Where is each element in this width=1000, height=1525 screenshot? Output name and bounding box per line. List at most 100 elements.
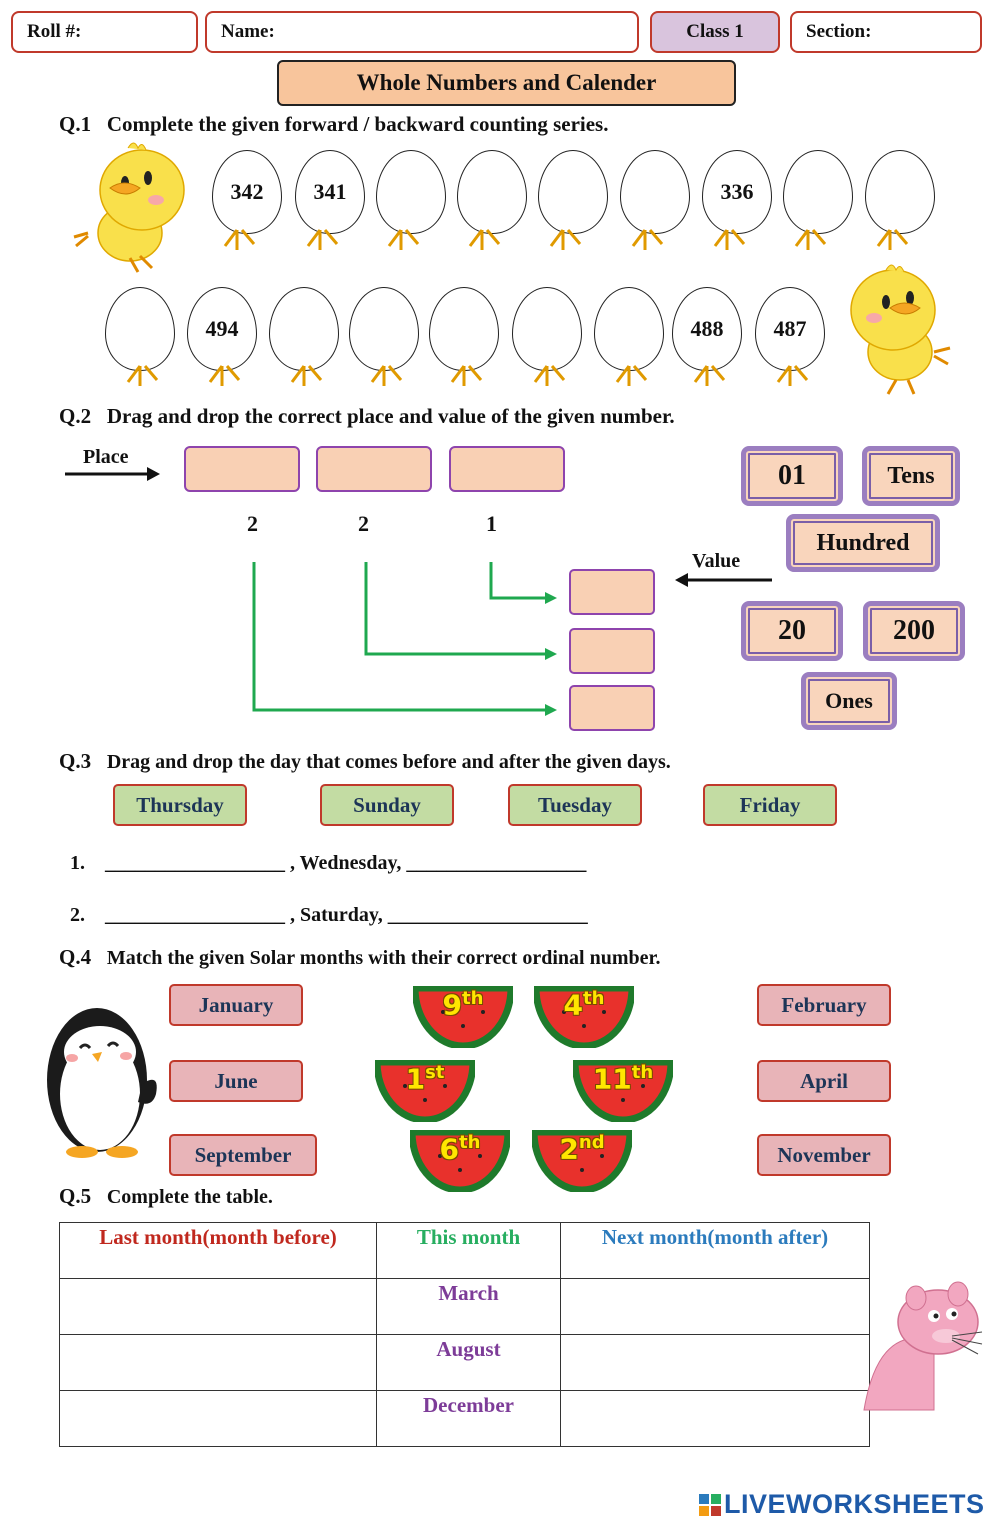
watermelon-ordinal-11th[interactable]: 11th	[571, 1058, 675, 1124]
day-tile-tuesday[interactable]: Tuesday	[508, 784, 642, 826]
watermelon-ordinal-2nd[interactable]: 2nd	[530, 1128, 634, 1194]
q4-heading: Q.4 Match the given Solar months with th…	[59, 945, 661, 970]
egg-slot[interactable]: 342	[212, 150, 282, 234]
value-drop-box[interactable]	[569, 685, 655, 731]
egg-slot[interactable]: 336	[702, 150, 772, 234]
watermelon-ordinal-9th[interactable]: 9th	[411, 984, 515, 1050]
given-month-cell: August	[376, 1334, 561, 1391]
q3-line-1[interactable]: 1. __________________ , Wednesday, _____…	[70, 852, 586, 875]
egg-slot[interactable]: 341	[295, 150, 365, 234]
watermelon-ordinal-1st[interactable]: 1st	[373, 1058, 477, 1124]
egg-slot[interactable]	[349, 287, 419, 371]
section-field[interactable]: Section:	[790, 11, 982, 53]
table-row: March	[59, 1278, 870, 1335]
liveworksheets-logo-icon	[699, 1494, 721, 1516]
q4-number: Q.4	[59, 945, 92, 969]
place-drop-box[interactable]	[184, 446, 300, 492]
egg-slot[interactable]	[783, 150, 853, 234]
footer-brand: LIVEWORKSHEETS	[724, 1489, 985, 1519]
header-next-month: Next month(month after)	[560, 1222, 870, 1279]
q5-text: Complete the table.	[106, 1186, 273, 1208]
ordinal-label: 9th	[442, 988, 484, 1022]
egg-slot[interactable]: 488	[672, 287, 742, 371]
ordinal-label: 11th	[592, 1062, 654, 1096]
egg-slot[interactable]	[594, 287, 664, 371]
place-drop-box[interactable]	[449, 446, 565, 492]
month-tile-september[interactable]: September	[169, 1134, 317, 1176]
q3-line-number: 1.	[70, 852, 85, 874]
answer-cell[interactable]	[560, 1334, 870, 1391]
egg-slot[interactable]	[865, 150, 935, 234]
watermelon-slice-icon	[408, 1128, 512, 1194]
months-table: Last month(month before) This month Next…	[59, 1222, 870, 1447]
header-this-month: This month	[376, 1222, 561, 1279]
day-tile-thursday[interactable]: Thursday	[113, 784, 247, 826]
month-tile-february[interactable]: February	[757, 984, 891, 1026]
chick-feet-row-icon	[126, 365, 809, 386]
month-tile-april[interactable]: April	[757, 1060, 891, 1102]
q3-line-number: 2.	[70, 904, 85, 926]
section-label: Section:	[806, 21, 872, 42]
tile-01[interactable]: 01	[741, 446, 843, 506]
tile-200[interactable]: 200	[863, 601, 965, 661]
answer-cell[interactable]	[59, 1390, 377, 1447]
q5-number: Q.5	[59, 1184, 92, 1208]
name-label: Name:	[221, 21, 275, 42]
connector-arrows-icon	[252, 562, 557, 716]
q3-number: Q.3	[59, 749, 92, 773]
answer-cell[interactable]	[59, 1334, 377, 1391]
place-drop-box[interactable]	[316, 446, 432, 492]
roll-number-field[interactable]: Roll #:	[11, 11, 198, 53]
q5-heading: Q.5 Complete the table.	[59, 1184, 273, 1209]
egg-slot[interactable]	[429, 287, 499, 371]
watermelon-ordinal-4th[interactable]: 4th	[532, 984, 636, 1050]
egg-slot[interactable]	[105, 287, 175, 371]
ordinal-label: 2nd	[559, 1132, 605, 1166]
ordinal-label: 4th	[563, 988, 605, 1022]
q1-number: Q.1	[59, 112, 92, 136]
egg-slot[interactable]	[538, 150, 608, 234]
worksheet-title: Whole Numbers and Calender	[277, 60, 736, 106]
month-tile-november[interactable]: November	[757, 1134, 891, 1176]
egg-slot[interactable]	[376, 150, 446, 234]
given-month-cell: December	[376, 1390, 561, 1447]
value-drop-box[interactable]	[569, 569, 655, 615]
answer-cell[interactable]	[560, 1278, 870, 1335]
answer-cell[interactable]	[560, 1390, 870, 1447]
value-drop-box[interactable]	[569, 628, 655, 674]
day-tile-sunday[interactable]: Sunday	[320, 784, 454, 826]
answer-cell[interactable]	[59, 1278, 377, 1335]
chick-illustration-icon	[850, 264, 951, 395]
tile-ones[interactable]: Ones	[801, 672, 897, 730]
month-tile-june[interactable]: June	[169, 1060, 303, 1102]
egg-slot[interactable]	[512, 287, 582, 371]
name-field[interactable]: Name:	[205, 11, 639, 53]
chick-illustration-icon	[73, 142, 185, 273]
header-last-month: Last month(month before)	[59, 1222, 377, 1279]
ordinal-label: 1st	[405, 1062, 445, 1096]
digit-tens: 2	[358, 511, 369, 536]
q3-heading: Q.3 Drag and drop the day that comes bef…	[59, 749, 671, 774]
q1-text: Complete the given forward / backward co…	[106, 112, 609, 136]
day-tile-friday[interactable]: Friday	[703, 784, 837, 826]
egg-slot[interactable]	[269, 287, 339, 371]
tile-tens[interactable]: Tens	[862, 446, 960, 506]
digit-hundreds: 2	[247, 511, 258, 536]
egg-slot[interactable]	[457, 150, 527, 234]
watermelon-ordinal-6th[interactable]: 6th	[408, 1128, 512, 1194]
q3-line-2[interactable]: 2. __________________ , Saturday, ______…	[70, 904, 588, 927]
egg-slot[interactable]	[620, 150, 690, 234]
month-tile-january[interactable]: January	[169, 984, 303, 1026]
penguin-illustration-icon	[47, 1008, 157, 1158]
egg-slot[interactable]: 487	[755, 287, 825, 371]
q3-line-text: __________________ , Wednesday, ________…	[105, 852, 587, 874]
place-label: Place	[83, 446, 129, 468]
q4-text: Match the given Solar months with their …	[106, 947, 661, 969]
egg-slot[interactable]: 494	[187, 287, 257, 371]
q2-number: Q.2	[59, 404, 92, 428]
value-arrow-icon	[675, 573, 772, 587]
tile-hundred[interactable]: Hundred	[786, 514, 940, 572]
tile-20[interactable]: 20	[741, 601, 843, 661]
value-label: Value	[692, 550, 741, 572]
table-row: August	[59, 1334, 870, 1391]
